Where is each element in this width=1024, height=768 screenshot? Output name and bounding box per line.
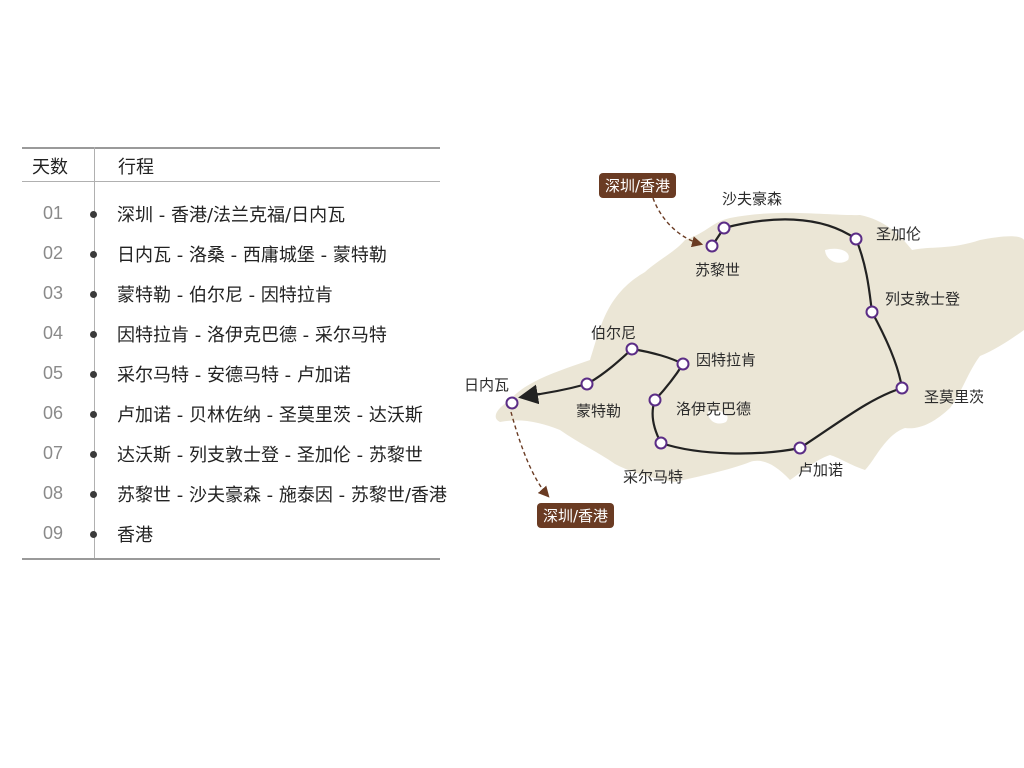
table-row: 09 香港 xyxy=(22,519,440,559)
route-stops xyxy=(505,221,909,455)
route-text: 采尔马特 - 安德马特 - 卢加诺 xyxy=(117,365,351,386)
label-montreux: 蒙特勒 xyxy=(576,402,622,420)
label-st-moritz: 圣莫里茨 xyxy=(924,388,985,406)
timeline-dot xyxy=(90,371,97,378)
timeline-dot xyxy=(90,491,97,498)
origin-badge: 深圳/香港 xyxy=(599,173,677,198)
header-route: 行程 xyxy=(118,157,154,178)
route-text: 苏黎世 - 沙夫豪森 - 施泰因 - 苏黎世/香港 xyxy=(117,485,447,506)
stop-zurich xyxy=(705,239,719,253)
lake xyxy=(708,410,728,424)
table-top-rule xyxy=(22,147,440,149)
stop-zermatt xyxy=(654,436,668,450)
table-bottom-rule xyxy=(22,558,440,560)
day-number: 05 xyxy=(43,363,64,383)
day-number: 01 xyxy=(43,203,64,223)
day-number: 08 xyxy=(43,483,64,503)
table-row: 03 蒙特勒 - 伯尔尼 - 因特拉肯 xyxy=(22,279,440,319)
route-text: 因特拉肯 - 洛伊克巴德 - 采尔马特 xyxy=(117,325,387,346)
timeline-dot xyxy=(90,251,97,258)
timeline-dot xyxy=(90,291,97,298)
label-liechtenstein: 列支敦士登 xyxy=(885,290,961,308)
table-row: 08 苏黎世 - 沙夫豪森 - 施泰因 - 苏黎世/香港 xyxy=(22,479,447,519)
label-bern: 伯尔尼 xyxy=(591,324,637,342)
destination-badge: 深圳/香港 xyxy=(537,503,615,528)
stop-st-gallen xyxy=(849,232,863,246)
label-zurich: 苏黎世 xyxy=(695,261,741,279)
label-geneva: 日内瓦 xyxy=(464,376,510,394)
stop-leukerbad xyxy=(648,393,662,407)
table-row: 07 达沃斯 - 列支敦士登 - 圣加伦 - 苏黎世 xyxy=(22,439,440,479)
country-silhouette xyxy=(495,212,1024,482)
route-text: 深圳 - 香港/法兰克福/日内瓦 xyxy=(117,205,346,226)
route-text: 卢加诺 - 贝林佐纳 - 圣莫里茨 - 达沃斯 xyxy=(117,405,423,426)
lake xyxy=(825,248,849,263)
label-lugano: 卢加诺 xyxy=(798,461,844,479)
table-header-rule xyxy=(22,181,440,182)
stop-interlaken xyxy=(676,357,690,371)
day-number: 02 xyxy=(43,243,64,263)
timeline-dot xyxy=(90,531,97,538)
timeline-dot xyxy=(90,451,97,458)
stop-lugano xyxy=(793,441,807,455)
table-column-divider xyxy=(94,147,95,560)
map-canvas xyxy=(495,197,1024,498)
stop-st-moritz xyxy=(895,381,909,395)
itinerary-table: 天数 行程 01 深圳 - 香港/法兰克福/日内瓦 02 日内瓦 - 洛桑 - … xyxy=(22,147,447,561)
route-text: 蒙特勒 - 伯尔尼 - 因特拉肯 xyxy=(117,285,333,306)
label-leukerbad: 洛伊克巴德 xyxy=(676,400,752,418)
table-row: 01 深圳 - 香港/法兰克福/日内瓦 xyxy=(22,199,440,239)
table-row: 06 卢加诺 - 贝林佐纳 - 圣莫里茨 - 达沃斯 xyxy=(22,399,440,439)
stop-geneva xyxy=(505,396,519,410)
label-zermatt: 采尔马特 xyxy=(623,468,684,486)
stop-liechtenstein xyxy=(865,305,879,319)
table-row: 05 采尔马特 - 安德马特 - 卢加诺 xyxy=(22,359,440,399)
stop-schaffhausen xyxy=(717,221,731,235)
timeline-dot xyxy=(90,411,97,418)
timeline-dot xyxy=(90,211,97,218)
stop-bern xyxy=(625,342,639,356)
label-schaffhausen: 沙夫豪森 xyxy=(722,190,783,208)
table-row: 02 日内瓦 - 洛桑 - 西庸城堡 - 蒙特勒 xyxy=(22,239,440,279)
day-number: 04 xyxy=(43,323,64,343)
day-number: 09 xyxy=(43,523,64,543)
flight-out-arrow xyxy=(510,411,550,498)
day-number: 03 xyxy=(43,283,64,303)
route-text: 日内瓦 - 洛桑 - 西庸城堡 - 蒙特勒 xyxy=(117,245,387,266)
stop-montreux xyxy=(580,377,594,391)
route-text: 达沃斯 - 列支敦士登 - 圣加伦 - 苏黎世 xyxy=(117,445,423,466)
lake-island xyxy=(932,284,976,323)
route-map: 深圳/香港 深圳/香港 苏黎世 沙夫豪森 圣加伦 列支敦士登 圣莫里茨 卢加诺 … xyxy=(464,160,1024,540)
header-day: 天数 xyxy=(32,157,68,178)
day-number: 06 xyxy=(43,403,64,423)
route-end-arrow xyxy=(518,384,541,405)
day-number: 07 xyxy=(43,443,64,463)
label-st-gallen: 圣加伦 xyxy=(876,225,922,243)
label-interlaken: 因特拉肯 xyxy=(696,351,757,369)
route-text: 香港 xyxy=(117,525,153,546)
timeline-dot xyxy=(90,331,97,338)
table-row: 04 因特拉肯 - 洛伊克巴德 - 采尔马特 xyxy=(22,319,440,359)
